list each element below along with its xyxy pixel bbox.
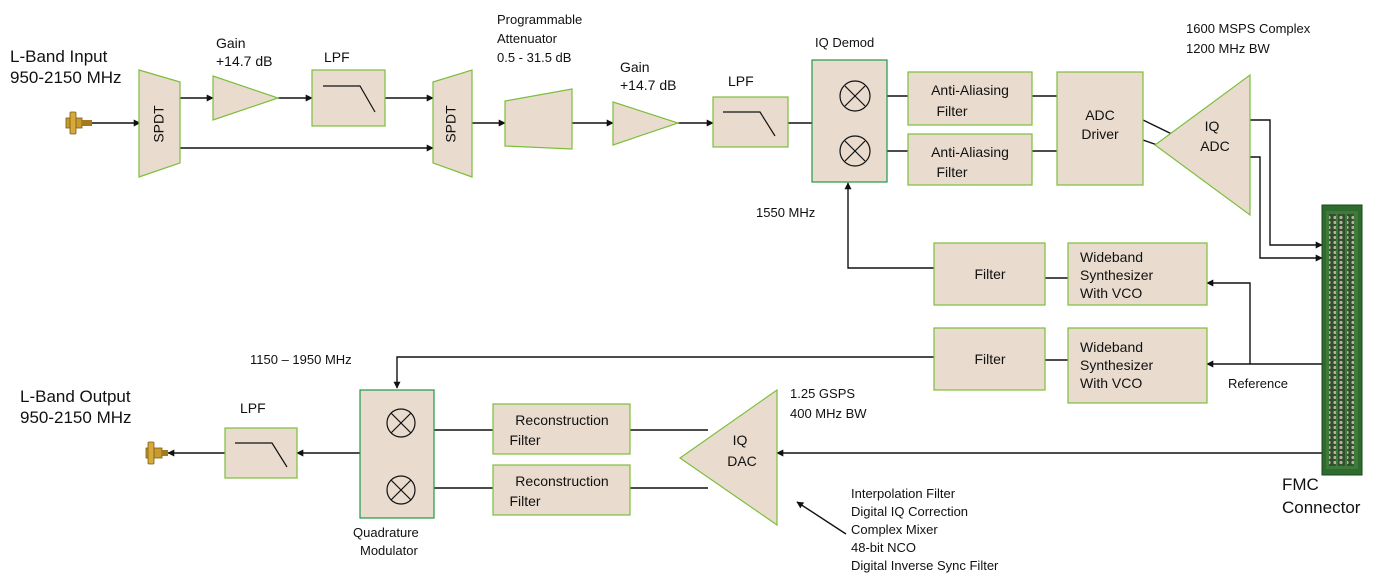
aaf-top-label-2: Filter [936,103,967,119]
gain-amp-1 [212,75,280,121]
spdt-switch-2: SPDT [432,69,473,178]
anti-aliasing-filter-bottom: Anti-Aliasing Filter [907,133,1033,186]
dac-feature-item: Digital IQ Correction [851,504,968,519]
spdt-1-label: SPDT [151,105,167,143]
gain-1-label: Gain [216,35,246,51]
gain-1-value: +14.7 dB [216,53,272,69]
recon-top-label-2: Filter [509,432,540,448]
iq-adc: IQ ADC [1153,73,1251,217]
iq-adc-label-1: IQ [1205,118,1220,134]
mixer-icon [839,80,871,112]
rx-wideband-synthesizer: Wideband Synthesizer With VCO [1067,242,1208,306]
dac-feature-item: Complex Mixer [851,522,938,537]
dac-feature-item: Interpolation Filter [851,486,956,501]
dac-spec-rate: 1.25 GSPS [790,386,855,401]
rx-lo-filter: Filter [933,242,1046,306]
reconstruction-filter-top: Reconstruction Filter [492,403,631,455]
programmable-attenuator [504,88,573,150]
attenuator-label-1: Programmable [497,12,582,27]
lpf-1-label: LPF [324,49,350,65]
iq-dac-label-2: DAC [727,453,757,469]
sma-input-connector-icon [65,111,92,135]
rx-synth-label-3: With VCO [1080,285,1142,301]
fmc-connector-icon [1321,204,1363,476]
lowpass-response-icon [323,85,376,113]
tx-lo-filter: Filter [933,327,1046,391]
adc-driver: ADC Driver [1056,71,1144,186]
quadrature-modulator [359,389,435,519]
iq-dac-label-1: IQ [733,432,748,448]
adc-spec-bandwidth: 1200 MHz BW [1186,41,1271,56]
iq-adc-label-2: ADC [1200,138,1230,154]
quad-mod-label-2: Modulator [360,543,418,558]
text-labels: L-Band Input 950-2150 MHz Gain +14.7 dB … [10,12,1361,573]
tx-wideband-synthesizer: Wideband Synthesizer With VCO [1067,327,1208,404]
reference-label: Reference [1228,376,1288,391]
fmc-label-1: FMC [1282,475,1319,494]
reconstruction-filter-bottom: Reconstruction Filter [492,464,631,516]
tx-filter-label: Filter [974,351,1005,367]
lpf-2 [712,96,789,148]
gain-2-label: Gain [620,59,650,75]
aaf-bottom-label-2: Filter [936,164,967,180]
tx-lo-frequency: 1150 – 1950 MHz [250,352,352,367]
mixer-icon [839,135,871,167]
rx-synth-label-2: Synthesizer [1080,267,1153,283]
lband-input-range: 950-2150 MHz [10,68,122,87]
aaf-top-label-1: Anti-Aliasing [931,82,1009,98]
quad-mod-label-1: Quadrature [353,525,419,540]
lband-input-title: L-Band Input [10,47,108,66]
iq-dac: IQ DAC [678,388,778,527]
adc-spec-rate: 1600 MSPS Complex [1186,21,1311,36]
lpf-1 [311,69,386,127]
mixer-icon [386,408,416,438]
rx-filter-label: Filter [974,266,1005,282]
attenuator-label-2: Attenuator [497,31,558,46]
aaf-bottom-label-1: Anti-Aliasing [931,144,1009,160]
gain-2-value: +14.7 dB [620,77,676,93]
rx-lo-frequency: 1550 MHz [756,205,815,220]
tx-synth-label-2: Synthesizer [1080,357,1153,373]
recon-bottom-label-1: Reconstruction [515,473,608,489]
dac-feature-item: Digital Inverse Sync Filter [851,558,999,573]
recon-top-label-1: Reconstruction [515,412,608,428]
anti-aliasing-filter-top: Anti-Aliasing Filter [907,71,1033,126]
dac-spec-bandwidth: 400 MHz BW [790,406,867,421]
lpf-2-label: LPF [728,73,754,89]
recon-bottom-label-2: Filter [509,493,540,509]
tx-synth-label-1: Wideband [1080,339,1143,355]
adc-driver-label-2: Driver [1081,126,1119,142]
lpf-3 [224,427,298,479]
lowpass-response-icon [723,111,776,137]
spdt-switch-1: SPDT [138,69,181,178]
spdt-2-label: SPDT [443,105,459,143]
lpf-3-label: LPF [240,400,266,416]
sma-output-connector-icon [145,441,168,465]
lowpass-response-icon [235,442,288,468]
lband-output-title: L-Band Output [20,387,131,406]
gain-amp-2 [612,101,680,146]
dac-feature-item: 48-bit NCO [851,540,916,555]
iq-demodulator [811,59,888,183]
rx-synth-label-1: Wideband [1080,249,1143,265]
iq-demod-label: IQ Demod [815,35,874,50]
mixer-icon [386,475,416,505]
fmc-label-2: Connector [1282,498,1361,517]
attenuator-range: 0.5 - 31.5 dB [497,50,571,65]
adc-driver-label-1: ADC [1085,107,1115,123]
tx-synth-label-3: With VCO [1080,375,1142,391]
lband-output-range: 950-2150 MHz [20,408,132,427]
